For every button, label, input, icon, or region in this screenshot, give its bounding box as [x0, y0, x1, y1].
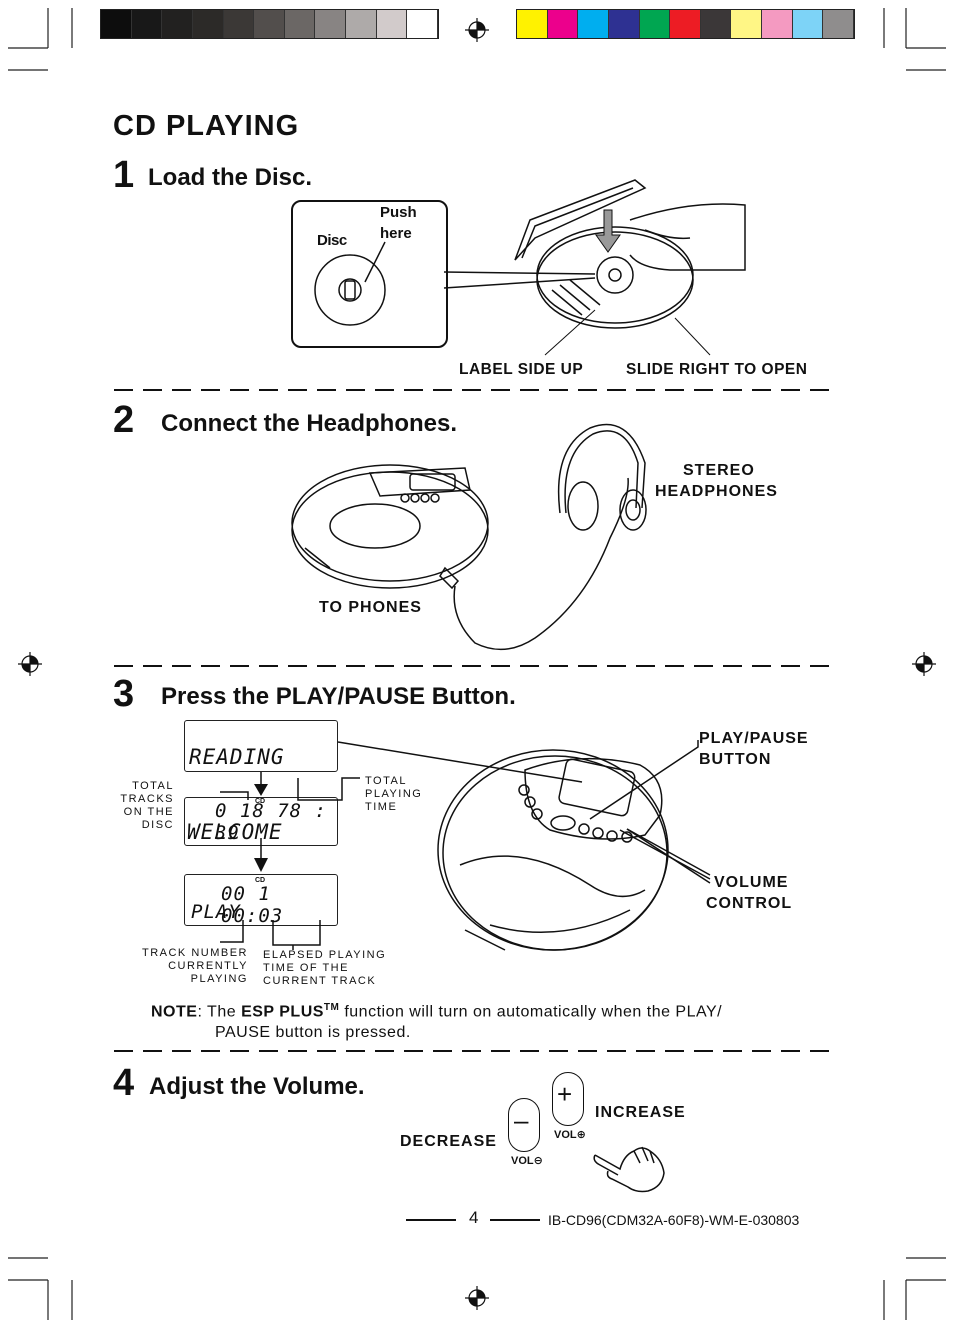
gray-swatch	[315, 10, 346, 38]
total-playing-time-label: TOTAL PLAYING TIME	[365, 775, 423, 813]
page-number: 4	[469, 1208, 479, 1227]
disc-inset-box	[291, 200, 448, 348]
color-swatch	[639, 10, 671, 38]
volume-decrease-button[interactable]: –	[508, 1098, 540, 1152]
lcd-reading: READING	[184, 720, 338, 772]
to-phones-label: TO PHONES	[319, 599, 422, 616]
color-swatch	[700, 10, 732, 38]
gray-swatch	[346, 10, 377, 38]
gray-swatch	[407, 10, 438, 38]
color-swatch	[792, 10, 824, 38]
vol-minus-label: VOL⊖	[511, 1155, 543, 1167]
gray-swatch	[254, 10, 285, 38]
esp-plus-note: NOTE: The ESP PLUSTM function will turn …	[151, 997, 811, 1043]
color-swatch	[823, 10, 854, 38]
gray-swatch	[162, 10, 193, 38]
color-swatch	[670, 10, 701, 38]
lcd-welcome: 0 18 78 : 39 CD WELCOME	[184, 797, 338, 846]
note-text-2: PAUSE button is pressed.	[215, 1024, 411, 1042]
push-here-label-2: here	[380, 225, 412, 242]
color-swatch	[608, 10, 640, 38]
minus-circle-icon: ⊖	[533, 1155, 543, 1167]
cd-player-top-illustration	[437, 749, 669, 951]
note-trademark: TM	[323, 1002, 340, 1013]
vol-plus-label: VOL⊕	[554, 1129, 586, 1141]
lcd-welcome-text: WELCOME	[187, 820, 283, 844]
headphones-label: HEADPHONES	[655, 483, 778, 500]
push-here-label-1: Push	[380, 204, 417, 221]
lcd-reading-text: READING	[189, 745, 285, 769]
lcd-play: CD 00 1 00:03 PLAY	[184, 874, 338, 927]
note-esp-plus: ESP PLUS	[241, 1003, 324, 1021]
plus-circle-icon: ⊕	[576, 1129, 586, 1141]
plus-icon: +	[557, 1079, 573, 1109]
step-2-title: Connect the Headphones.	[161, 410, 458, 437]
section-divider	[114, 389, 830, 391]
gray-swatch	[192, 10, 224, 38]
volume-increase-button[interactable]: +	[552, 1072, 584, 1126]
page-title: CD PLAYING	[113, 110, 300, 142]
lcd-welcome-cd-mark: CD	[255, 798, 266, 805]
color-swatch	[517, 10, 548, 38]
step-1-title: Load the Disc.	[148, 164, 313, 191]
total-tracks-label: TOTAL TRACKS ON THE DISC	[120, 780, 174, 831]
elapsed-time-label: ELAPSED PLAYING TIME OF THE CURRENT TRAC…	[263, 949, 387, 987]
step-4-number: 4	[113, 1062, 135, 1104]
lcd-play-cd-mark: CD	[255, 877, 266, 884]
note-pre: : The	[197, 1003, 242, 1021]
gray-swatch	[223, 10, 255, 38]
gray-swatch	[101, 10, 132, 38]
minus-icon: –	[514, 1105, 529, 1135]
track-number-label: TRACK NUMBER CURRENTLY PLAYING	[141, 947, 248, 985]
lcd-play-text: PLAY	[191, 901, 241, 923]
color-swatch	[762, 10, 793, 38]
step-3-number: 3	[113, 673, 135, 715]
color-swatch	[731, 10, 762, 38]
grayscale-calibration-bar	[100, 9, 439, 39]
note-label: NOTE	[151, 1003, 198, 1021]
decrease-label: DECREASE	[400, 1133, 497, 1150]
play-pause-button-label-1: PLAY/PAUSE	[699, 730, 809, 747]
increase-label: INCREASE	[595, 1104, 686, 1121]
step-4-title: Adjust the Volume.	[149, 1073, 365, 1100]
footer-rule-left	[406, 1219, 456, 1221]
label-side-up-label: LABEL SIDE UP	[459, 361, 584, 378]
section-divider	[114, 1050, 830, 1052]
section-divider	[114, 665, 830, 667]
volume-control-label-2: CONTROL	[706, 895, 793, 912]
headphones-illustration	[291, 423, 647, 651]
step-1-number: 1	[113, 154, 135, 196]
document-code: IB-CD96(CDM32A-60F8)-WM-E-030803	[548, 1212, 800, 1228]
step-3-title: Press the PLAY/PAUSE Button.	[161, 683, 516, 710]
gray-swatch	[284, 10, 316, 38]
disc-label: Disc	[317, 232, 347, 249]
gray-swatch	[131, 10, 163, 38]
pointing-hand-icon	[593, 1146, 665, 1193]
lcd-connectors	[220, 741, 583, 950]
volume-control-label-1: VOLUME	[714, 874, 789, 891]
color-swatch	[578, 10, 609, 38]
play-volume-leader-lines	[589, 740, 711, 884]
slide-right-to-open-label: SLIDE RIGHT TO OPEN	[626, 361, 808, 378]
disc-loading-illustration	[314, 179, 746, 356]
lcd-play-time: 00 1 00:03	[221, 883, 284, 927]
gray-swatch	[376, 10, 408, 38]
footer-rule-right	[490, 1219, 540, 1221]
stereo-label: STEREO	[683, 462, 755, 479]
lcd-welcome-time: 0 18 78 : 39	[215, 800, 327, 844]
note-text-1: function will turn on automatically when…	[339, 1003, 723, 1021]
color-swatch	[547, 10, 579, 38]
play-pause-button-label-2: BUTTON	[699, 751, 772, 768]
color-calibration-bar	[516, 9, 855, 39]
step-2-number: 2	[113, 399, 135, 441]
